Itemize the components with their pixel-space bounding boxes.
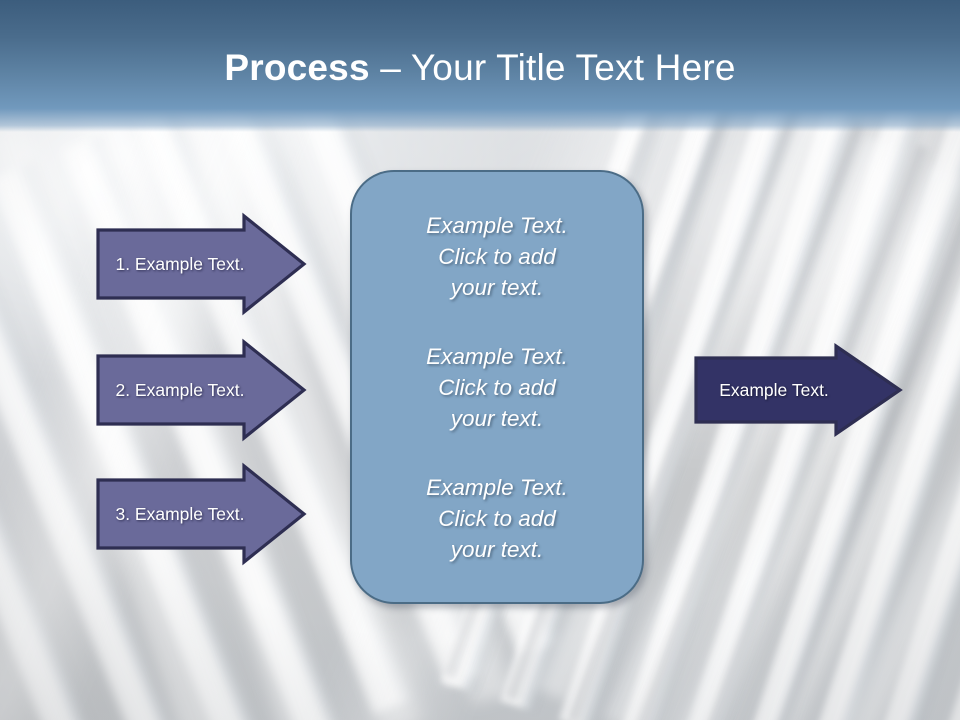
center-panel-text-block-3: Example Text. Click to add your text. xyxy=(426,474,568,562)
step-arrow-3-shape xyxy=(96,462,307,566)
process-step-arrow-3[interactable]: 3. Example Text. xyxy=(96,462,307,566)
step-arrow-1-shape xyxy=(96,212,307,316)
slide-title-rest: Your Title Text Here xyxy=(410,47,736,88)
slide-title-separator: – xyxy=(369,47,411,88)
output-arrow-shape xyxy=(694,342,903,438)
step-arrow-2-shape xyxy=(96,338,307,442)
slide-title-bold-part: Process xyxy=(224,47,370,88)
process-output-arrow[interactable]: Example Text. xyxy=(694,342,903,438)
process-step-arrow-2[interactable]: 2. Example Text. xyxy=(96,338,307,442)
slide-title: Process – Your Title Text Here xyxy=(0,46,960,90)
center-panel-text-block-1: Example Text. Click to add your text. xyxy=(426,212,568,300)
center-panel-text-block-2: Example Text. Click to add your text. xyxy=(426,343,568,431)
process-step-arrow-1[interactable]: 1. Example Text. xyxy=(96,212,307,316)
slide-header-band: Process – Your Title Text Here xyxy=(0,0,960,132)
process-center-panel[interactable]: Example Text. Click to add your text. Ex… xyxy=(350,170,644,604)
